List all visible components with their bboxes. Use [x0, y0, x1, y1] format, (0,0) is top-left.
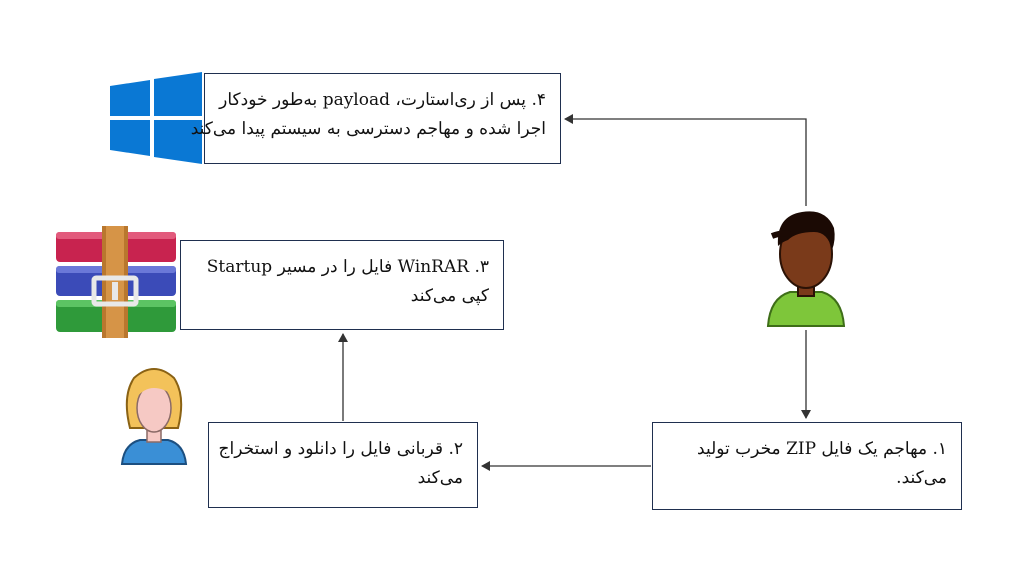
step3-line2: کپی می‌کند — [410, 286, 489, 306]
step1-line1: ۱. مهاجم یک فایل ZIP مخرب تولید — [697, 439, 947, 459]
step3-box: ۳. WinRAR فایل را در مسیر Startup کپی می… — [180, 240, 504, 330]
step4-box: ۴. پس از ری‌استارت، payload به‌طور خودکا… — [190, 73, 561, 164]
attacker-avatar-icon — [766, 206, 846, 328]
step2-line1: ۲. قربانی فایل را دانلود و استخراج — [218, 439, 464, 459]
step1-box: ۱. مهاجم یک فایل ZIP مخرب تولید می‌کند. — [652, 422, 962, 510]
step2-box: ۲. قربانی فایل را دانلود و استخراج می‌کن… — [208, 422, 478, 508]
step2-line2: می‌کند — [417, 468, 463, 488]
step3-line1: ۳. WinRAR فایل را در مسیر Startup — [206, 257, 489, 277]
victim-avatar-icon — [120, 366, 188, 466]
step4-line1: ۴. پس از ری‌استارت، payload به‌طور خودکا… — [219, 90, 546, 110]
step1-line2: می‌کند. — [896, 468, 947, 488]
step4-line2: اجرا شده و مهاجم دسترسی به سیستم پیدا می… — [190, 119, 546, 139]
winrar-logo-icon — [54, 226, 178, 338]
windows-logo-icon — [110, 72, 202, 164]
arrow-attacker-to-step4 — [564, 114, 807, 206]
